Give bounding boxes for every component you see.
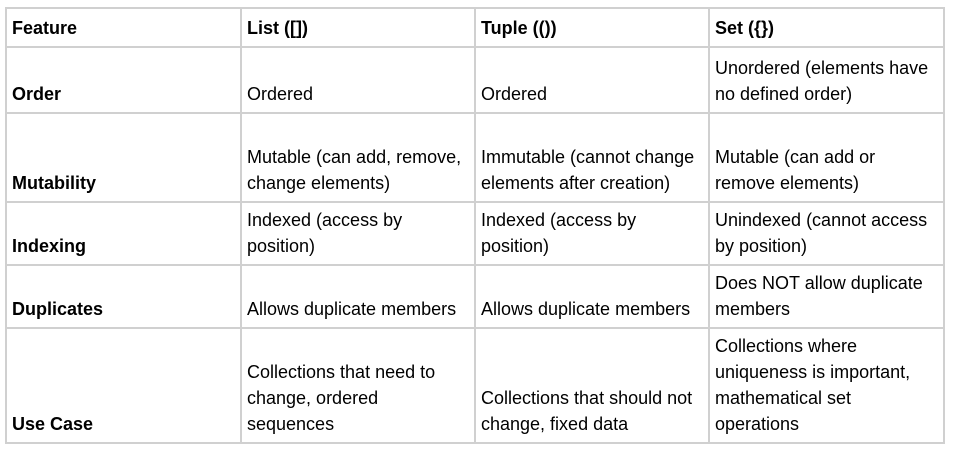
feature-cell: Order — [5, 46, 242, 114]
set-cell: Collections where uniqueness is importan… — [708, 327, 945, 444]
header-list: List ([]) — [240, 7, 476, 48]
feature-cell: Mutability — [5, 112, 242, 203]
set-cell: Mutable (can add or remove elements) — [708, 112, 945, 203]
tuple-cell: Indexed (access by position) — [474, 201, 710, 266]
tuple-cell: Allows duplicate members — [474, 264, 710, 329]
list-cell: Mutable (can add, remove, change element… — [240, 112, 476, 203]
table-row-duplicates: Duplicates Allows duplicate members Allo… — [5, 264, 945, 329]
tuple-cell: Collections that should not change, fixe… — [474, 327, 710, 444]
table-row-use-case: Use Case Collections that need to change… — [5, 327, 945, 444]
set-cell: Does NOT allow duplicate members — [708, 264, 945, 329]
feature-cell: Indexing — [5, 201, 242, 266]
list-cell: Indexed (access by position) — [240, 201, 476, 266]
set-cell: Unindexed (cannot access by position) — [708, 201, 945, 266]
table-row-mutability: Mutability Mutable (can add, remove, cha… — [5, 112, 945, 203]
table-row-order: Order Ordered Ordered Unordered (element… — [5, 46, 945, 114]
list-cell: Ordered — [240, 46, 476, 114]
list-cell: Allows duplicate members — [240, 264, 476, 329]
feature-cell: Use Case — [5, 327, 242, 444]
list-cell: Collections that need to change, ordered… — [240, 327, 476, 444]
table-row-indexing: Indexing Indexed (access by position) In… — [5, 201, 945, 266]
table-header-row: Feature List ([]) Tuple (()) Set ({}) — [5, 7, 945, 48]
set-cell: Unordered (elements have no defined orde… — [708, 46, 945, 114]
header-set: Set ({}) — [708, 7, 945, 48]
feature-cell: Duplicates — [5, 264, 242, 329]
tuple-cell: Immutable (cannot change elements after … — [474, 112, 710, 203]
comparison-table: Feature List ([]) Tuple (()) Set ({}) Or… — [5, 7, 945, 444]
header-tuple: Tuple (()) — [474, 7, 710, 48]
tuple-cell: Ordered — [474, 46, 710, 114]
header-feature: Feature — [5, 7, 242, 48]
